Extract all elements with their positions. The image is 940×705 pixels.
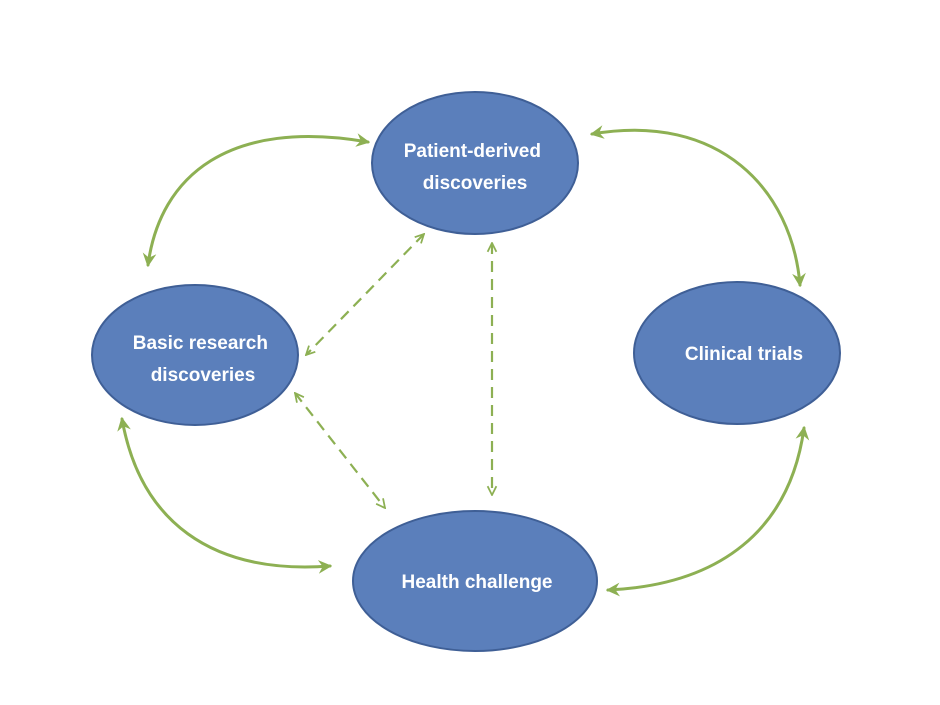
arc-clinical-health [605, 425, 810, 597]
arc-basic-health [117, 416, 333, 574]
node-label: Basic research discoveries [133, 333, 274, 386]
node-shape [91, 284, 299, 426]
dashed-link-patient-basic [306, 234, 424, 355]
node-label-line: Clinical trials [685, 344, 803, 365]
node-label-line: discoveries [151, 365, 256, 386]
node-health-challenge: Health challenge [352, 510, 598, 652]
node-label-line: Health challenge [402, 572, 553, 593]
node-patient-derived-discoveries: Patient-derived discoveries [371, 91, 579, 235]
node-shape [352, 510, 598, 652]
node-label: Clinical trials [685, 344, 803, 365]
node-label-line: Patient-derived [404, 141, 541, 162]
node-clinical-trials: Clinical trials [633, 281, 841, 425]
node-label-line: discoveries [423, 173, 528, 194]
node-label: Health challenge [402, 572, 553, 593]
node-label-line: Basic research [133, 333, 268, 354]
node-shape [371, 91, 579, 235]
node-label: Patient-derived discoveries [404, 141, 547, 194]
dashed-link-basic-health [295, 393, 385, 508]
node-basic-research-discoveries: Basic research discoveries [91, 284, 299, 426]
arc-patient-basic [142, 133, 371, 268]
arc-patient-clinical [589, 125, 806, 288]
node-shape [633, 281, 841, 425]
